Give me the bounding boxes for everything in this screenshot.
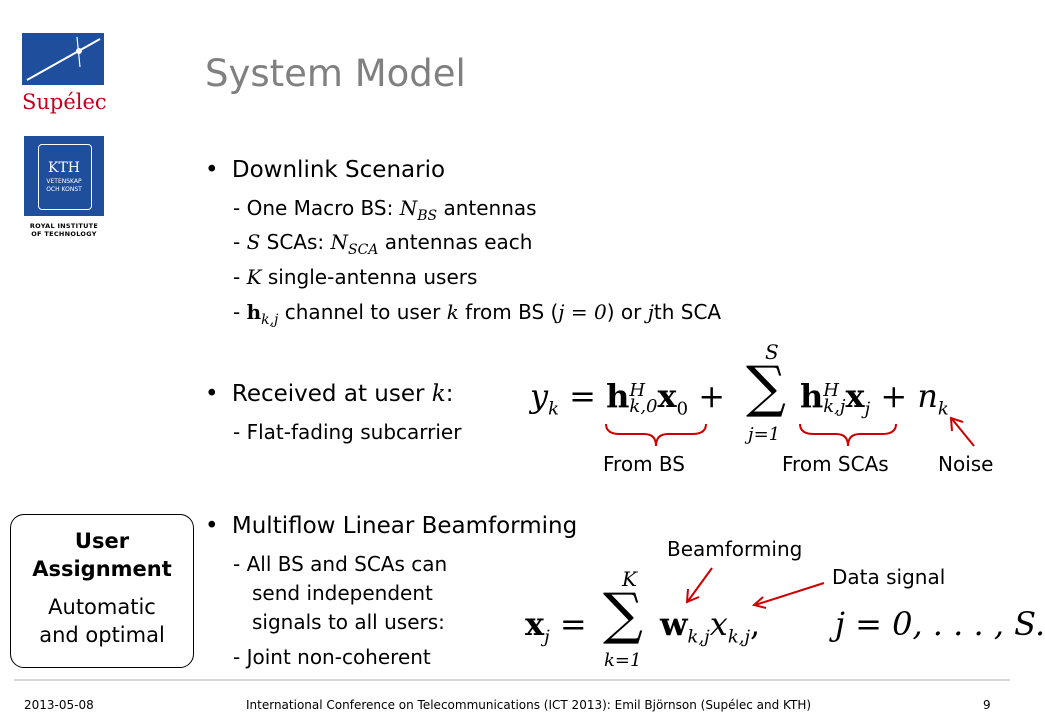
kth-caption-2: OF TECHNOLOGY [31, 230, 97, 238]
bullet-received: Received at user k: [205, 381, 454, 407]
arrow-noise [951, 418, 975, 447]
label-noise: Noise [938, 452, 994, 476]
user-assignment-box: User Assignment Automatic and optimal [10, 514, 194, 668]
brace-from-bs [605, 423, 707, 447]
supelec-star-icon [22, 33, 104, 85]
sum-s-top: S [765, 340, 779, 364]
sum-symbol-2: ∑ [603, 582, 643, 647]
sub-users: - K single-antenna users [233, 265, 478, 289]
equation-beamforming-lhs: xj = [525, 605, 587, 648]
sub-independent-signals: - All BS and SCAs can send independent s… [233, 552, 448, 634]
sum-k-top: K [622, 567, 637, 591]
sum-k-bottom: k=1 [604, 650, 642, 671]
sub-joint-non-coherent: - Joint non-coherent [233, 645, 431, 669]
kth-logo: KTH VETENSKAP OCH KONST ROYAL INSTITUTE … [24, 136, 104, 238]
arrow-data-signal [754, 582, 825, 606]
kth-seal-text: KTH [47, 160, 80, 176]
equation-range: j = 0, . . . , S. [835, 605, 1045, 643]
sub-channel: - hk,j channel to user k from BS (j = 0)… [233, 300, 722, 328]
kth-seal-sub2: OCH KONST [46, 186, 82, 193]
user-assignment-title: User Assignment [32, 529, 172, 581]
sub-flat-fading: - Flat-fading subcarrier [233, 420, 462, 444]
footer-date: 2013-05-08 [24, 698, 94, 712]
brace-from-scas [799, 423, 897, 447]
sub-macro-bs: - One Macro BS: NBS antennas [233, 196, 537, 224]
bullet-downlink-scenario: Downlink Scenario [205, 157, 445, 183]
supelec-logo: Supélec [22, 33, 107, 114]
kth-caption-1: ROYAL INSTITUTE [29, 222, 99, 230]
footer-conference: International Conference on Telecommunic… [246, 698, 812, 712]
arrow-noise-head [949, 416, 964, 432]
sum-j-bottom: j=1 [748, 424, 781, 445]
supelec-wordmark: Supélec [22, 90, 107, 114]
bullet-multiflow: Multiflow Linear Beamforming [205, 513, 577, 539]
bullet-text: Downlink Scenario [231, 157, 446, 183]
label-from-bs: From BS [603, 452, 685, 476]
arrow-beamforming-head [685, 588, 700, 604]
slide-title: System Model [205, 52, 466, 95]
arrow-beamforming [687, 567, 713, 602]
label-data-signal: Data signal [832, 565, 946, 589]
label-beamforming: Beamforming [667, 537, 803, 561]
equation-beamforming-rhs: wk,jxk,j, [660, 605, 761, 648]
user-assignment-text: Automatic and optimal [39, 595, 165, 647]
label-from-scas: From SCAs [782, 452, 889, 476]
sum-symbol-1: ∑ [746, 355, 786, 420]
kth-seal-sub1: VETENSKAP [46, 178, 82, 185]
sub-scas: - S SCAs: NSCA antennas each [233, 230, 533, 258]
kth-seal-icon: KTH VETENSKAP OCH KONST [24, 136, 104, 216]
footer-page-number: 9 [983, 698, 991, 712]
